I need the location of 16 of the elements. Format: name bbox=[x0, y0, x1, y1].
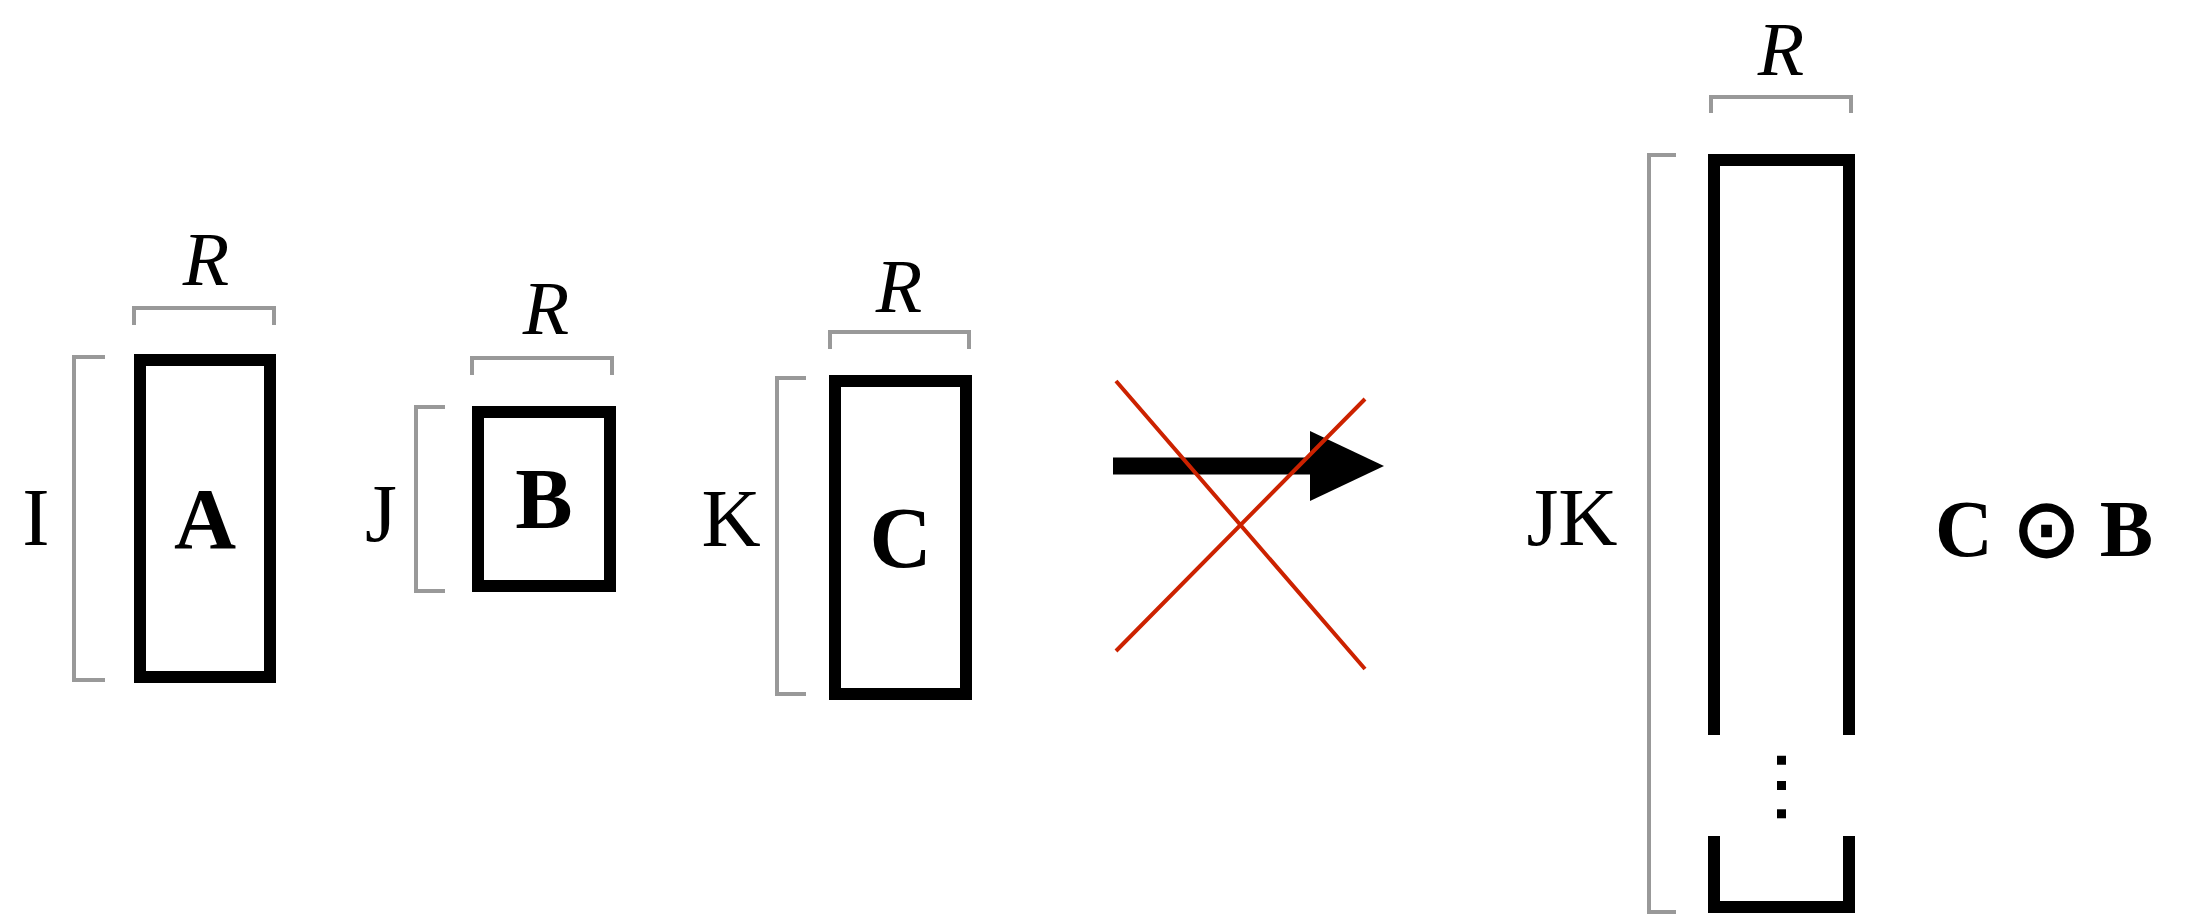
matrix-box bbox=[134, 354, 276, 683]
matrix-box bbox=[472, 406, 616, 592]
broken-matrix-box bbox=[1708, 154, 1855, 913]
rank-label: R bbox=[1757, 11, 1805, 87]
dimension-label: JK bbox=[1526, 477, 1618, 559]
matrix-label: B bbox=[515, 456, 573, 542]
dimension-label: I bbox=[22, 477, 50, 559]
dimension-label: J bbox=[365, 473, 397, 555]
rank-label: R bbox=[875, 248, 923, 324]
matrix-box bbox=[829, 375, 972, 700]
rank-label: R bbox=[182, 221, 230, 297]
rank-label: R bbox=[522, 270, 570, 346]
matrix-label: C bbox=[869, 494, 932, 581]
matrix-label: A bbox=[173, 475, 237, 562]
product-label: C ⊙ B bbox=[1934, 489, 2154, 569]
dimension-label: K bbox=[701, 478, 761, 560]
